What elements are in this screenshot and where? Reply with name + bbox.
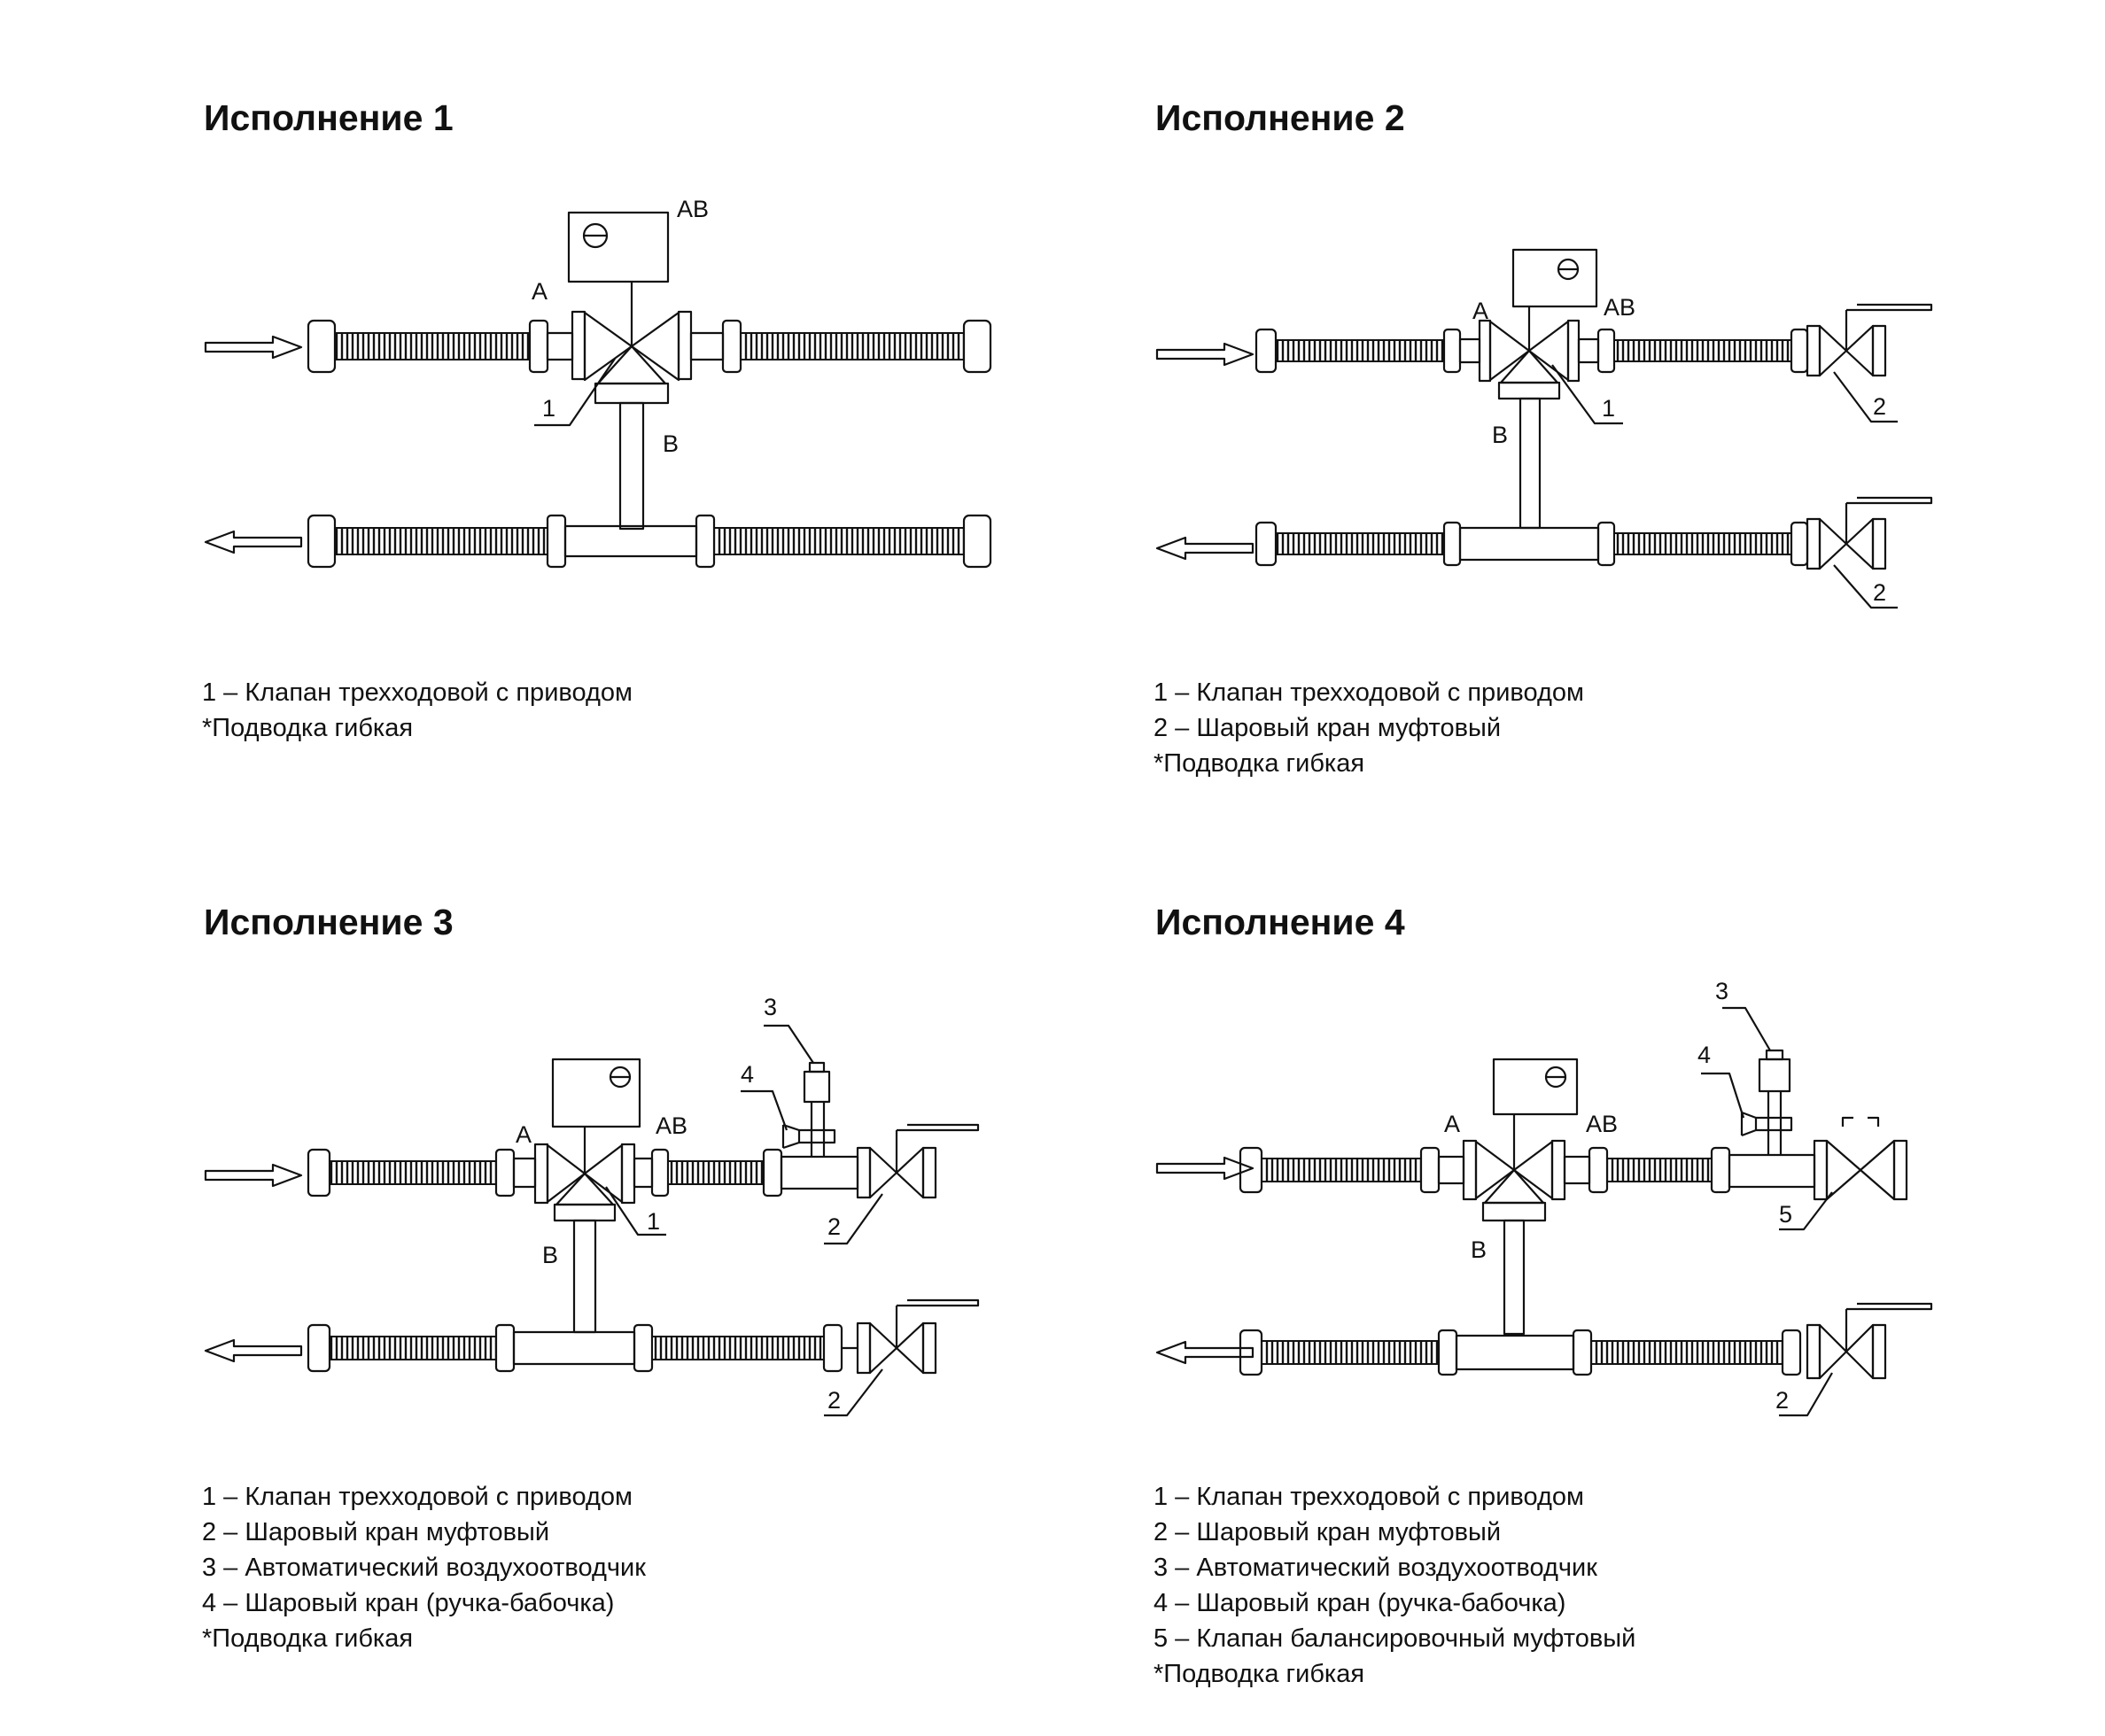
callout-4: 4 — [1697, 1042, 1711, 1068]
variant-3-diagram: А АВ В 1 2 2 3 4 — [204, 994, 980, 1417]
legend-item: 4 – Шаровый кран (ручка-бабочка) — [1153, 1589, 1566, 1617]
inlet-arrow — [204, 335, 303, 360]
callout-1: 1 — [647, 1208, 660, 1235]
legend-item: 2 – Шаровый кран муфтовый — [1153, 714, 1502, 742]
ball-valve-return — [1806, 1302, 1933, 1380]
ball-valve-return — [842, 1298, 980, 1375]
supply-pipe — [307, 1143, 859, 1205]
callout-2-supply: 2 — [827, 1213, 841, 1240]
callout-2-return: 2 — [827, 1387, 841, 1414]
label-port-ab: АВ — [1586, 1111, 1618, 1137]
variant-4-title: Исполнение 4 — [1155, 902, 1405, 942]
callout-4: 4 — [741, 1061, 754, 1088]
ball-valve-supply — [1806, 303, 1933, 377]
legend-item: *Подводка гибкая — [202, 714, 414, 742]
callout-2: 2 — [1775, 1387, 1789, 1414]
three-way-valve — [546, 1058, 641, 1222]
air-vent-assembly — [1740, 1049, 1793, 1155]
callout-2-return: 2 — [1873, 579, 1886, 606]
supply-pipe — [1239, 1139, 1816, 1201]
variant-3-legend: 1 – Клапан трехходовой с приводом 2 – Ша… — [202, 1479, 646, 1656]
legend-item: 5 – Клапан балансировочный муфтовый — [1153, 1624, 1636, 1653]
return-pipe — [1254, 521, 1809, 567]
legend-item: 3 – Автоматический воздухоотводчик — [202, 1554, 646, 1582]
callout-3: 3 — [1715, 978, 1728, 1004]
ball-valve-return — [1806, 496, 1933, 570]
legend-item: *Подводка гибкая — [1153, 1660, 1365, 1688]
bypass-pipe — [1519, 397, 1542, 530]
balancing-valve — [1813, 1116, 1908, 1201]
actuator — [551, 1058, 641, 1128]
variant-4-diagram: А АВ В 5 2 3 4 — [1155, 978, 1933, 1417]
leader-1 — [534, 358, 616, 427]
outlet-arrow — [204, 1338, 303, 1363]
label-port-a: А — [532, 278, 548, 305]
label-port-b: В — [663, 430, 679, 457]
inlet-arrow — [204, 1163, 303, 1188]
leaders — [1701, 1006, 1833, 1417]
variant-2-title: Исполнение 2 — [1155, 97, 1405, 138]
label-port-ab: АВ — [1604, 294, 1635, 321]
variant-2-legend: 1 – Клапан трехходовой с приводом 2 – Ша… — [1153, 675, 1584, 781]
label-port-a: А — [516, 1121, 532, 1148]
return-pipe — [1239, 1329, 1802, 1376]
label-port-ab: АВ — [656, 1112, 687, 1139]
callout-1: 1 — [542, 395, 555, 422]
bypass-pipe — [1503, 1219, 1526, 1336]
variant-4-legend: 1 – Клапан трехходовой с приводом 2 – Ша… — [1153, 1479, 1635, 1692]
legend-item: *Подводка гибкая — [1153, 749, 1365, 778]
label-port-b: В — [542, 1242, 558, 1268]
bypass-pipe — [618, 401, 645, 531]
variant-3-title: Исполнение 3 — [204, 902, 454, 942]
outlet-arrow — [1155, 536, 1254, 561]
label-port-b: В — [1471, 1236, 1487, 1263]
callout-2-supply: 2 — [1873, 393, 1886, 420]
supply-pipe — [307, 310, 992, 381]
legend-item: 1 – Клапан трехходовой с приводом — [1153, 678, 1584, 707]
legend-item: 1 – Клапан трехходовой с приводом — [1153, 1483, 1584, 1511]
actuator — [1492, 1058, 1579, 1116]
label-port-a: А — [1472, 298, 1488, 324]
legend-item: 2 – Шаровый кран муфтовый — [202, 1518, 550, 1546]
three-way-valve — [1488, 248, 1598, 400]
callout-1: 1 — [1602, 395, 1615, 422]
callout-5: 5 — [1779, 1201, 1792, 1228]
label-port-ab: АВ — [677, 196, 709, 222]
variant-1-legend: 1 – Клапан трехходовой с приводом *Подво… — [202, 675, 633, 746]
callout-3: 3 — [764, 994, 777, 1020]
leaders — [1551, 364, 1898, 609]
legend-item: *Подводка гибкая — [202, 1624, 414, 1653]
return-pipe — [307, 1323, 843, 1373]
variant-1-diagram: А АВ В 1 — [204, 196, 992, 569]
legend-item: 3 – Автоматический воздухоотводчик — [1153, 1554, 1597, 1582]
variant-1-title: Исполнение 1 — [204, 97, 454, 138]
inlet-arrow — [1155, 1156, 1254, 1181]
legend-item: 4 – Шаровый кран (ручка-бабочка) — [202, 1589, 615, 1617]
three-way-valve — [567, 211, 680, 405]
bypass-pipe — [572, 1219, 597, 1334]
outlet-arrow — [1155, 1340, 1254, 1365]
inlet-arrow — [1155, 342, 1254, 367]
ball-valve-supply — [856, 1123, 980, 1199]
return-pipe — [307, 514, 992, 569]
air-vent-assembly — [781, 1061, 836, 1157]
variant-2-diagram: А АВ В 1 2 2 — [1155, 248, 1933, 609]
three-way-valve — [1474, 1058, 1579, 1222]
actuator — [567, 211, 670, 283]
outlet-arrow — [204, 530, 303, 554]
leaders — [605, 1024, 883, 1417]
legend-item: 2 – Шаровый кран муфтовый — [1153, 1518, 1502, 1546]
legend-item: 1 – Клапан трехходовой с приводом — [202, 1483, 633, 1511]
actuator — [1511, 248, 1598, 308]
legend-item: 1 – Клапан трехходовой с приводом — [202, 678, 633, 707]
label-port-a: А — [1444, 1111, 1460, 1137]
supply-pipe — [1254, 319, 1809, 383]
label-port-b: В — [1492, 422, 1508, 448]
